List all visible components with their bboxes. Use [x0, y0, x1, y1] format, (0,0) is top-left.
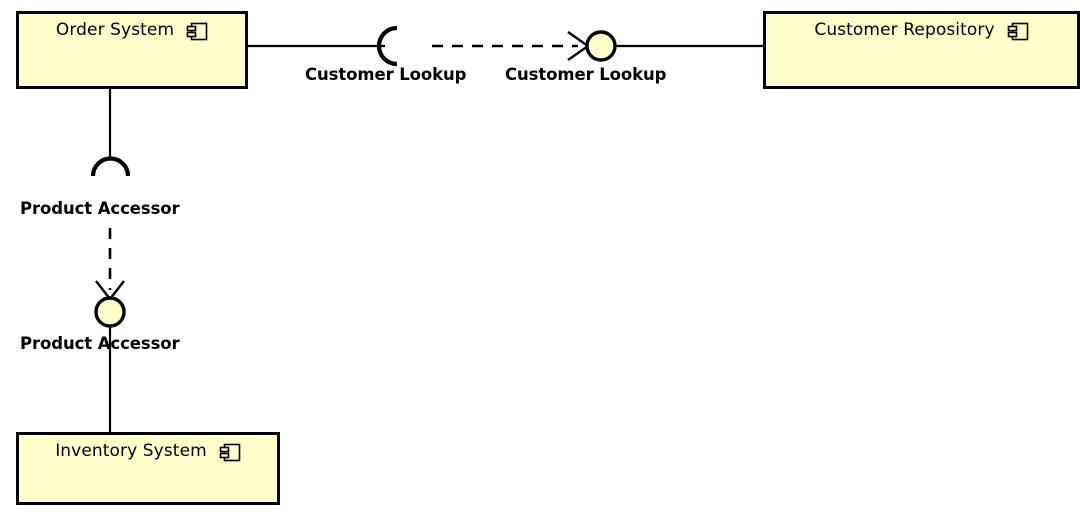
- required-interface-socket-product-accessor: [90, 156, 131, 177]
- component-inventory-system-title: Inventory System: [19, 441, 277, 462]
- interface-label-customer-lookup-provided: Customer Lookup: [505, 65, 667, 84]
- component-order-system[interactable]: Order System: [16, 11, 248, 89]
- component-icon: [219, 443, 241, 462]
- component-customer-repository-label: Customer Repository: [814, 20, 995, 40]
- provided-interface-ball-product-accessor: [94, 296, 126, 328]
- required-interface-socket-customer-lookup: [376, 25, 398, 67]
- component-order-system-label: Order System: [55, 20, 175, 40]
- component-icon: [1007, 22, 1029, 41]
- component-inventory-system[interactable]: Inventory System: [16, 432, 280, 505]
- interface-label-product-accessor-provided: Product Accessor: [20, 334, 180, 353]
- component-order-system-title: Order System: [19, 20, 245, 41]
- component-customer-repository[interactable]: Customer Repository: [763, 11, 1080, 89]
- provided-interface-ball-customer-lookup: [585, 30, 617, 62]
- interface-label-product-accessor-required: Product Accessor: [20, 199, 180, 218]
- component-icon: [186, 22, 208, 41]
- component-customer-repository-title: Customer Repository: [766, 20, 1077, 41]
- interface-label-customer-lookup-required: Customer Lookup: [305, 65, 467, 84]
- component-inventory-system-label: Inventory System: [55, 441, 207, 461]
